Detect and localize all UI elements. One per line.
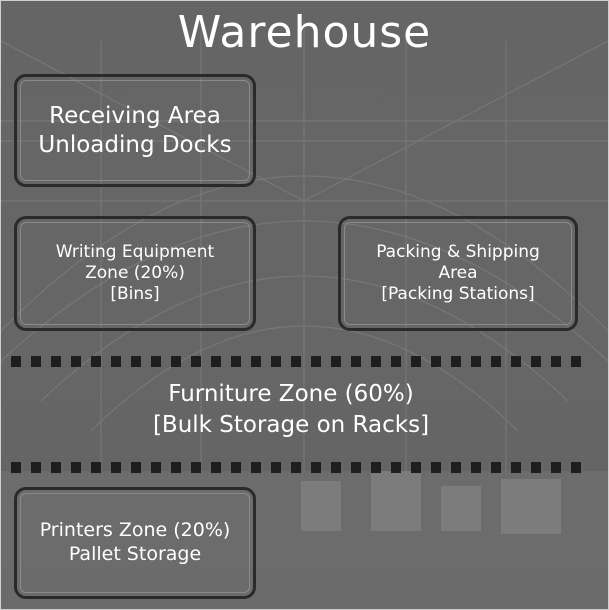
writing-zone-share: Zone (20%) [85, 262, 185, 283]
furniture-zone-top-border [11, 356, 581, 367]
printers-zone-storage: Pallet Storage [68, 543, 202, 565]
furniture-zone-storage: [Bulk Storage on Racks] [152, 412, 430, 439]
furniture-zone-bottom-border [11, 462, 581, 473]
packing-zone-label: Packing & Shipping [376, 241, 540, 262]
printers-zone-label: Printers Zone (20%) [39, 519, 231, 542]
furniture-zone-label: Furniture Zone (60%) [168, 381, 414, 407]
furniture-zone: Furniture Zone (60%) [Bulk Storage on Ra… [1, 379, 581, 441]
receiving-area-sublabel: Unloading Docks [38, 131, 232, 158]
page-title: Warehouse [177, 7, 432, 58]
receiving-area-zone: Receiving Area Unloading Docks [14, 74, 256, 187]
writing-zone-storage: [Bins] [110, 284, 160, 305]
receiving-area-label: Receiving Area [49, 102, 221, 129]
writing-zone-label: Writing Equipment [55, 241, 215, 262]
packing-shipping-zone: Packing & Shipping Area [Packing Station… [338, 216, 578, 331]
packing-zone-storage: [Packing Stations] [381, 284, 535, 305]
packing-zone-label-cont: Area [438, 262, 478, 283]
printers-zone: Printers Zone (20%) Pallet Storage [14, 487, 256, 599]
writing-equipment-zone: Writing Equipment Zone (20%) [Bins] [14, 216, 256, 331]
